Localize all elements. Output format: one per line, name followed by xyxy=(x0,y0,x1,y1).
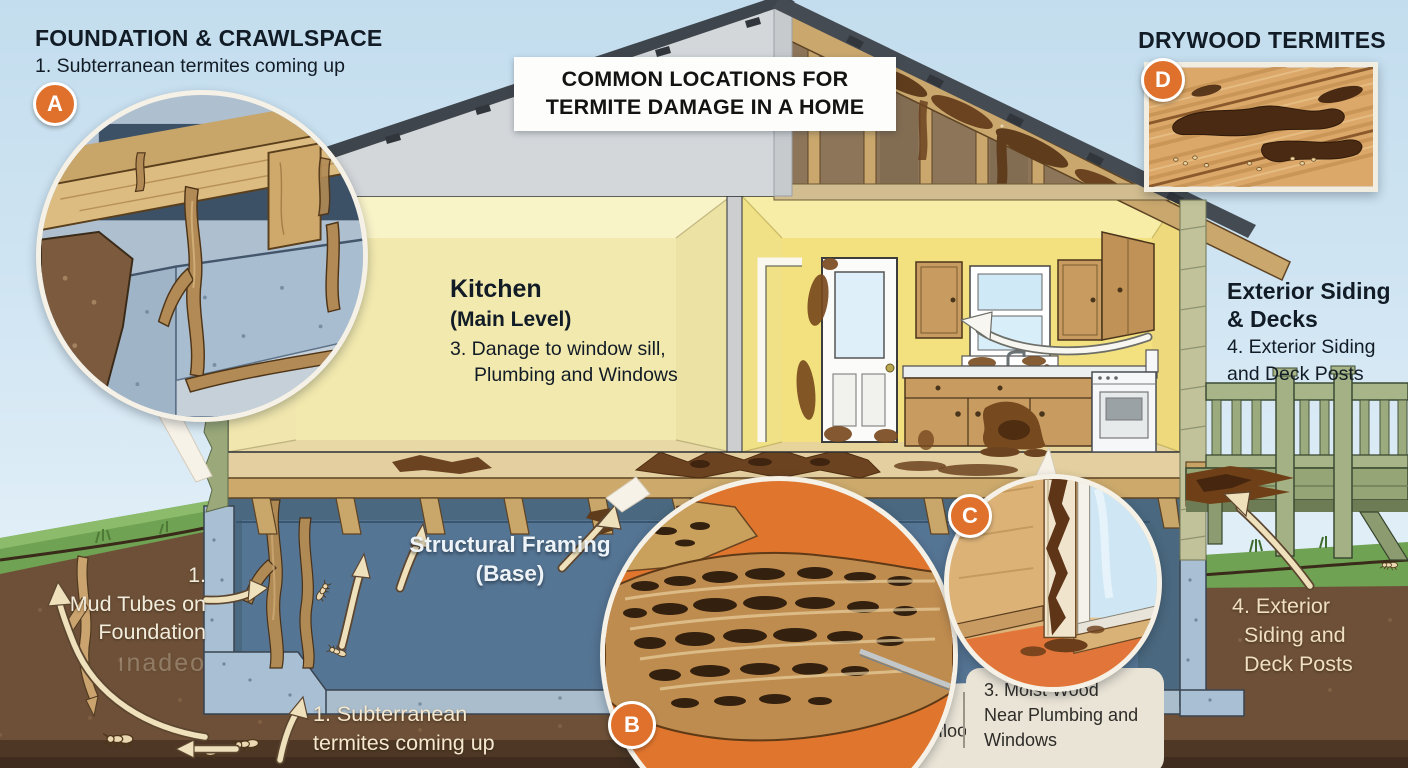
siding-label: Exterior Siding & Decks 4. Exterior Sidi… xyxy=(1227,277,1391,388)
badge-d-letter: D xyxy=(1155,67,1171,92)
badge-c: C xyxy=(948,494,992,538)
kitchen-item-line2: Plumbing and Windows xyxy=(474,363,678,386)
tail-b xyxy=(605,476,651,513)
caption-divider xyxy=(963,692,965,748)
arrow-drywood xyxy=(959,311,1153,356)
roofline-left xyxy=(215,0,795,194)
arrow-mudtube-label xyxy=(201,579,270,605)
badge-a: A xyxy=(33,82,77,126)
door-damage xyxy=(796,258,898,443)
kitchen-title: Kitchen xyxy=(450,275,542,303)
exterior-right xyxy=(203,199,1408,561)
mudtubes-line2: Foundation xyxy=(98,620,206,645)
arrows xyxy=(47,311,1315,765)
inset-c-moist-wood xyxy=(944,474,1162,692)
deck xyxy=(1185,365,1408,561)
subterranean-line1: 1. Subterranean xyxy=(313,702,468,726)
siding-heading-line1: Exterior Siding xyxy=(1227,278,1391,304)
stove xyxy=(1091,349,1159,453)
main-title: COMMON LOCATIONS FOR TERMITE DAMAGE IN A… xyxy=(514,57,896,132)
caption-c-line3: Windows xyxy=(984,729,1058,750)
arrow-basement-3 xyxy=(557,503,622,573)
inset-b-honeycombed xyxy=(600,476,958,768)
badge-b: B xyxy=(608,701,656,749)
kitchen-subtitle: (Main Level) xyxy=(450,307,572,331)
deckposts-line3: Deck Posts xyxy=(1244,652,1353,677)
deckposts-line1: 4. Exterior xyxy=(1232,594,1330,618)
inset-a-crawlspace xyxy=(36,90,368,422)
faucet xyxy=(1006,350,1026,366)
siding-sub-line2: and Deck Posts xyxy=(1227,363,1364,386)
interior-wall xyxy=(726,195,743,453)
foundation-heading: FOUNDATION & CRAWLSPACE xyxy=(35,25,383,51)
frass-pellets xyxy=(1173,155,1317,172)
caption-c-line2: Near Plumbing and xyxy=(984,704,1139,725)
mudtubes-label: 1. Mud Tubes on Foundation ınadeo xyxy=(22,561,206,680)
kitchen-label: Kitchen (Main Level) 3. Danage to window… xyxy=(450,274,678,388)
subterranean-label: 1. Subterranean termites coming up xyxy=(313,700,495,757)
deck-damage xyxy=(1186,466,1294,504)
siding-heading-line2: & Decks xyxy=(1227,306,1318,333)
back-door xyxy=(821,257,898,443)
mudtubes-number: 1. xyxy=(188,563,206,587)
arrow-up-foundation xyxy=(275,695,309,765)
deckposts-label: 4. Exterior Siding and Deck Posts xyxy=(1232,592,1353,680)
mudtubes-line1: Mud Tubes on xyxy=(69,591,206,616)
kitchen-item-line1: 3. Danage to window sill, xyxy=(450,338,666,361)
main-title-line1: COMMON LOCATIONS FOR xyxy=(561,67,849,91)
honeycombed-wood-closeup xyxy=(605,481,953,768)
badge-a-letter: A xyxy=(47,91,63,116)
framing-label: Structural Framing (Base) xyxy=(384,530,636,589)
inset-d-drywood xyxy=(1144,62,1378,192)
badge-c-letter: C xyxy=(962,503,978,528)
arrow-basement-2 xyxy=(395,522,430,593)
arrow-underground-long xyxy=(47,580,210,742)
badge-d: D xyxy=(1141,58,1185,102)
deckposts-line2: Siding and xyxy=(1244,623,1346,648)
foundation-subtitle: 1. Subterranean termites coming up xyxy=(35,55,346,78)
doorway-frame xyxy=(757,257,802,442)
deck-post xyxy=(1333,371,1353,559)
arrow-deck xyxy=(1222,491,1315,591)
badge-b-letter: B xyxy=(624,712,640,737)
drywood-closeup xyxy=(1149,67,1373,187)
arrow-underground-short xyxy=(174,739,241,759)
framing-line2: (Base) xyxy=(475,561,545,587)
siding-sub-line1: 4. Exterior Siding xyxy=(1227,336,1376,359)
subterranean-line2: termites coming up xyxy=(313,730,495,755)
framing-line1: Structural Framing xyxy=(409,532,611,557)
foundation-wall-right xyxy=(1179,555,1207,707)
arrow-basement-1 xyxy=(337,552,371,651)
main-title-line2: TERMITE DAMAGE IN A HOME xyxy=(545,94,865,119)
mudtubes-faint-text: ınadeo xyxy=(117,648,206,677)
drywood-heading-wrap: DRYWOOD TERMITES xyxy=(1136,26,1388,54)
kitchen xyxy=(757,231,1159,476)
deck-post xyxy=(1275,373,1295,557)
termite-gallery xyxy=(1172,105,1345,137)
crawlspace-closeup xyxy=(41,95,363,417)
door-frame-damage xyxy=(1046,479,1070,636)
drywood-heading: DRYWOOD TERMITES xyxy=(1138,27,1386,53)
foundation-section: FOUNDATION & CRAWLSPACE 1. Subterranean … xyxy=(35,24,382,79)
